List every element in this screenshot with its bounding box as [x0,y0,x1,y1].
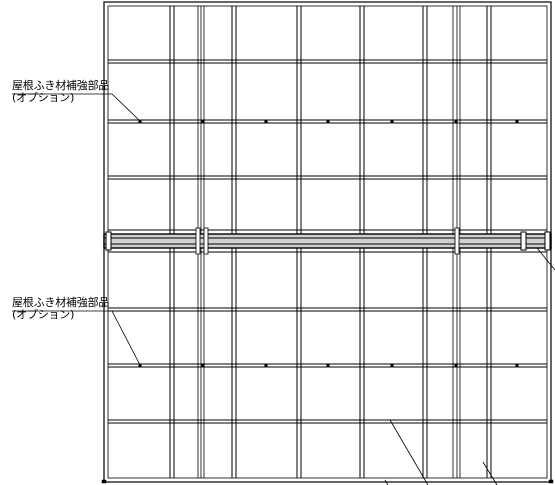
leader-line-bottom [384,479,389,485]
callout-leader [111,93,141,122]
reinforcement-part-dot [454,363,458,368]
reinforcement-part-dot [138,363,142,368]
callout-reinforcement-top: 屋根ふき材補強部品 (オプション) [12,80,109,103]
corner-tick [101,479,107,484]
reinforcement-part-dot [264,119,268,124]
post-connector [195,227,201,255]
reinforcement-part-dot [201,363,205,368]
reinforcement-part-dot [390,363,394,368]
post-connector [454,227,460,255]
reinforcement-part-dot [326,119,330,124]
reinforcement-part-dot [264,363,268,368]
beam-connector [544,231,551,251]
leader-line-bottom [389,419,429,485]
reinforcement-part-dot [201,119,205,124]
reinforcement-part-dot [326,363,330,368]
post-connector [203,227,209,255]
reinforcement-part-dot [515,119,519,124]
reinforcement-part-dot [454,119,458,124]
callout-sublabel-text: (オプション) [12,91,75,104]
callout-label-text: 屋根ふき材補強部品 [12,296,110,309]
reinforcement-part-dot [515,363,519,368]
callout-sublabel-text: (オプション) [12,308,75,321]
reinforcement-part-dot [390,119,394,124]
frame-group [12,1,555,485]
central-beam [103,233,552,249]
beam-connector [105,231,112,251]
leader-line-bottom [482,461,498,485]
leader-line-right [536,247,555,271]
beam-connector [520,231,527,251]
callout-reinforcement-bottom: 屋根ふき材補強部品 (オプション) [12,297,109,320]
callout-leader [111,310,141,366]
callout-label-text: 屋根ふき材補強部品 [12,79,110,92]
corner-tick [548,479,554,484]
